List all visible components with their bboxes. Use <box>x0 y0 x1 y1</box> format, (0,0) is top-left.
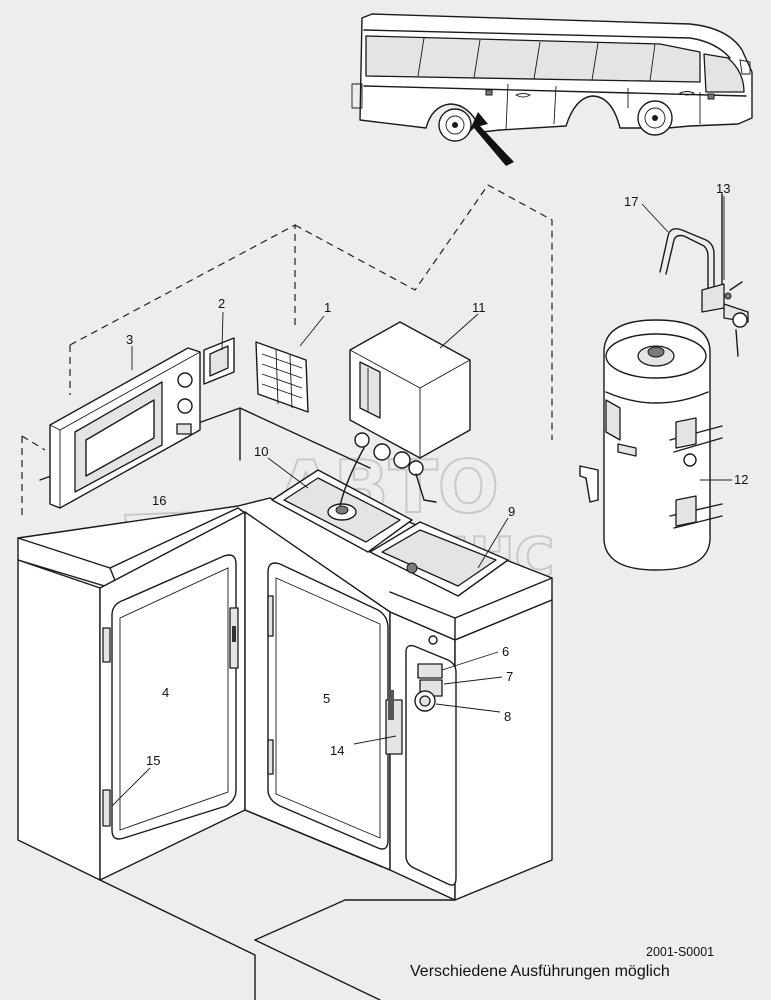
callout-3: 3 <box>126 332 133 347</box>
diagram-caption: Verschiedene Ausführungen möglich <box>410 963 670 980</box>
tank-11 <box>349 321 471 459</box>
vent-1 <box>255 341 309 413</box>
callout-17: 17 <box>624 194 638 209</box>
microwave-knob-top <box>177 372 193 388</box>
kitchen-unit <box>17 321 553 1000</box>
water-heater <box>579 193 749 571</box>
callout-5: 5 <box>323 691 330 706</box>
callout-12: 12 <box>734 472 748 487</box>
callout-4: 4 <box>162 685 169 700</box>
callout-9: 9 <box>508 504 515 519</box>
callout-6: 6 <box>502 644 509 659</box>
callout-7: 7 <box>506 669 513 684</box>
drawing-number: 2001-S0001 <box>646 945 714 959</box>
leader-lines <box>111 196 732 807</box>
microwave-knob-bottom <box>177 398 193 414</box>
cabinet-door-left <box>111 554 237 840</box>
callout-15: 15 <box>146 753 160 768</box>
callout-16: 16 <box>152 493 166 508</box>
hinge-15 <box>102 789 111 827</box>
callout-labels: 1 2 3 4 5 6 7 8 9 10 11 12 13 14 15 16 1… <box>126 181 748 768</box>
callout-14: 14 <box>330 743 344 758</box>
cabinet-door-center <box>267 562 389 850</box>
callout-8: 8 <box>504 709 511 724</box>
callout-2: 2 <box>218 296 225 311</box>
switch-6 <box>417 663 443 679</box>
callout-1: 1 <box>324 300 331 315</box>
enclosure-dashed-outline <box>21 184 553 520</box>
callout-13: 13 <box>716 181 730 196</box>
callout-10: 10 <box>254 444 268 459</box>
bus-illustration <box>351 13 753 166</box>
callout-11: 11 <box>472 300 486 315</box>
location-arrow-icon <box>468 112 514 166</box>
